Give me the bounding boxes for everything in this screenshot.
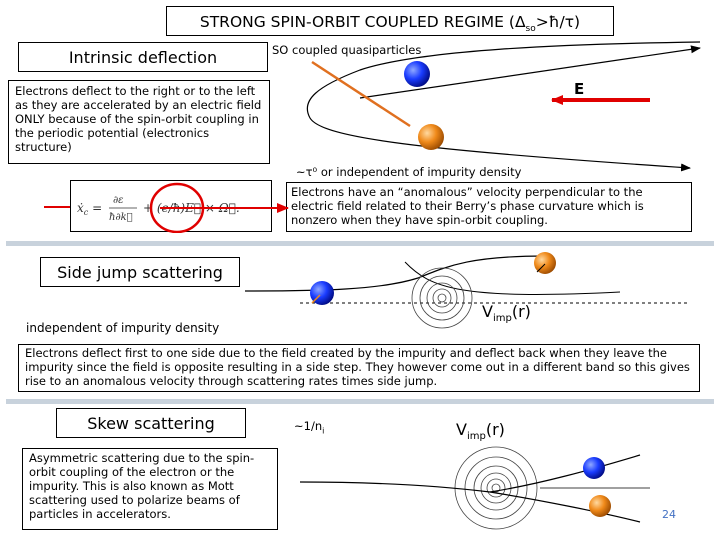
skew-trajectory-upper — [489, 454, 641, 493]
slide-title: STRONG SPIN-ORBIT COUPLED REGIME (Δso>ħ/… — [166, 6, 614, 36]
side-jump-vimp-v: V — [482, 302, 493, 321]
separator-top — [6, 241, 714, 246]
skew-impurity-potential — [454, 446, 538, 530]
so-quasiparticles-label: SO coupled quasiparticles — [272, 43, 422, 57]
skew-blue-electron — [583, 457, 605, 479]
side-jump-orange-electron — [534, 252, 556, 274]
intrinsic-description: Electrons deflect to the right or to the… — [8, 80, 270, 164]
side-jump-vimp-label: Vimp(r) — [482, 302, 531, 324]
intrinsic-blue-electron — [404, 61, 430, 87]
skew-orange-electron — [589, 495, 611, 517]
side-jump-trajectory-out — [404, 261, 621, 295]
side-jump-density-note: independent of impurity density — [26, 321, 220, 335]
skew-density-note: ~1/ni — [294, 419, 324, 435]
side-jump-blue-tail — [311, 294, 321, 304]
intrinsic-orange-electron — [418, 124, 444, 150]
intrinsic-orange-track — [311, 60, 411, 128]
title-delta: Δ — [514, 13, 526, 31]
svg-text:ħ∂k⃗: ħ∂k⃗ — [109, 212, 133, 223]
intrinsic-trajectory-upper — [306, 41, 701, 172]
intrinsic-deflection-label: Intrinsic deflection — [18, 42, 268, 72]
side-jump-impurity-potential — [411, 267, 473, 329]
side-jump-vimp-sub: imp — [492, 313, 512, 325]
title-subscript: so — [525, 24, 536, 35]
side-jump-orange-tail — [536, 263, 546, 273]
skew-label-text: Skew scattering — [87, 414, 215, 433]
svg-text:+ (e/ħ)E⃗ × Ω⃗.: + (e/ħ)E⃗ × Ω⃗. — [143, 201, 240, 215]
separator-middle — [6, 399, 714, 404]
skew-density-text: ~1/n — [294, 419, 323, 433]
field-label: E — [574, 80, 584, 98]
title-main: STRONG SPIN-ORBIT COUPLED REGIME ( — [199, 13, 515, 31]
side-jump-label-text: Side jump scattering — [57, 263, 223, 282]
velocity-equation-graphic: ẋc = ∂ε ħ∂k⃗ + (e/ħ)E⃗ × Ω⃗. — [77, 182, 240, 233]
skew-vimp-sub: imp — [466, 431, 486, 443]
side-jump-blue-electron — [310, 281, 334, 305]
title-tail: >ħ/τ) — [535, 13, 581, 31]
svg-text:ẋc =: ẋc = — [77, 201, 102, 217]
skew-vimp-v: V — [456, 420, 467, 439]
tau-independence-note: ~τ⁰ or independent of impurity density — [296, 165, 522, 179]
side-jump-description: Electrons deflect first to one side due … — [18, 344, 700, 392]
side-jump-vimp-arg: (r) — [511, 302, 531, 321]
skew-scattering-label: Skew scattering — [56, 408, 246, 438]
skew-vimp-label: Vimp(r) — [456, 420, 505, 442]
skew-trajectory-lower — [299, 481, 641, 523]
anomalous-velocity-description: Electrons have an “anomalous” velocity p… — [286, 182, 692, 232]
slide-number: 24 — [662, 508, 676, 521]
skew-description: Asymmetric scattering due to the spin-or… — [22, 448, 278, 530]
svg-text:∂ε: ∂ε — [113, 195, 124, 206]
velocity-equation: ẋc = ∂ε ħ∂k⃗ + (e/ħ)E⃗ × Ω⃗. — [70, 180, 272, 233]
intrinsic-label-text: Intrinsic deflection — [68, 48, 218, 67]
skew-vimp-arg: (r) — [485, 420, 505, 439]
side-jump-trajectory-in — [244, 255, 546, 292]
skew-density-sub: i — [322, 426, 325, 436]
side-jump-label: Side jump scattering — [40, 257, 240, 287]
